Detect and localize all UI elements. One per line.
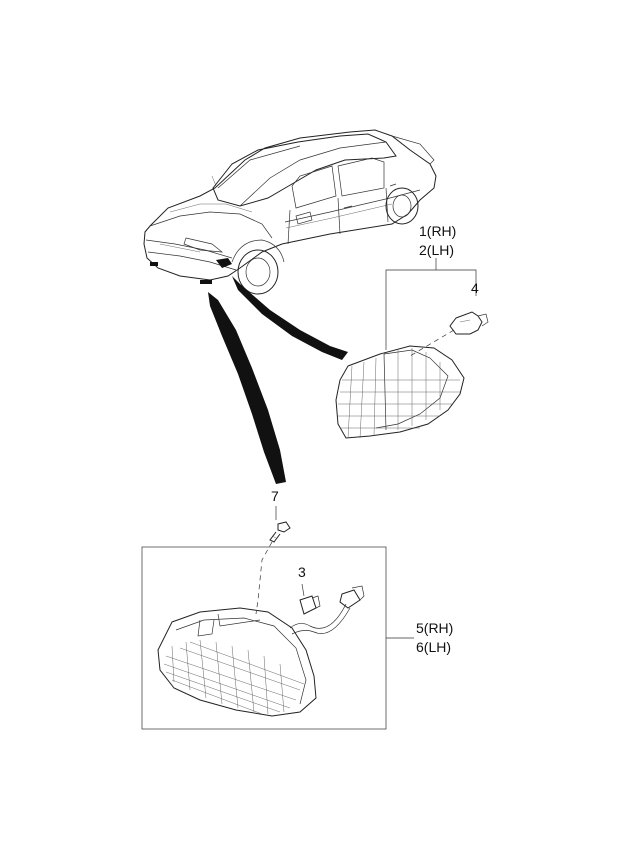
callout-6-lh: 6(LH) <box>416 639 452 655</box>
side-marker-lamp-icon <box>335 345 465 439</box>
callout-leader-1-2 <box>385 269 477 350</box>
pointer-to-fog-lamp <box>208 292 286 484</box>
assembly-box <box>141 546 387 730</box>
callout-3: 3 <box>298 564 306 580</box>
callout-5-rh: 5(RH) <box>416 620 454 636</box>
bulb-icon <box>449 311 489 335</box>
bulb-small-icon <box>299 595 321 615</box>
sedan-car-icon <box>143 129 437 295</box>
callout-4: 4 <box>471 280 479 296</box>
screw-icon <box>269 521 291 543</box>
callout-1-rh: 1(RH) <box>419 223 457 239</box>
callout-7: 7 <box>271 488 279 504</box>
callout-2-lh: 2(LH) <box>419 242 455 258</box>
fog-lamp-icon <box>157 585 365 717</box>
pointer-to-corner-lamp <box>232 276 348 360</box>
dashed-leader-7 <box>255 541 273 615</box>
